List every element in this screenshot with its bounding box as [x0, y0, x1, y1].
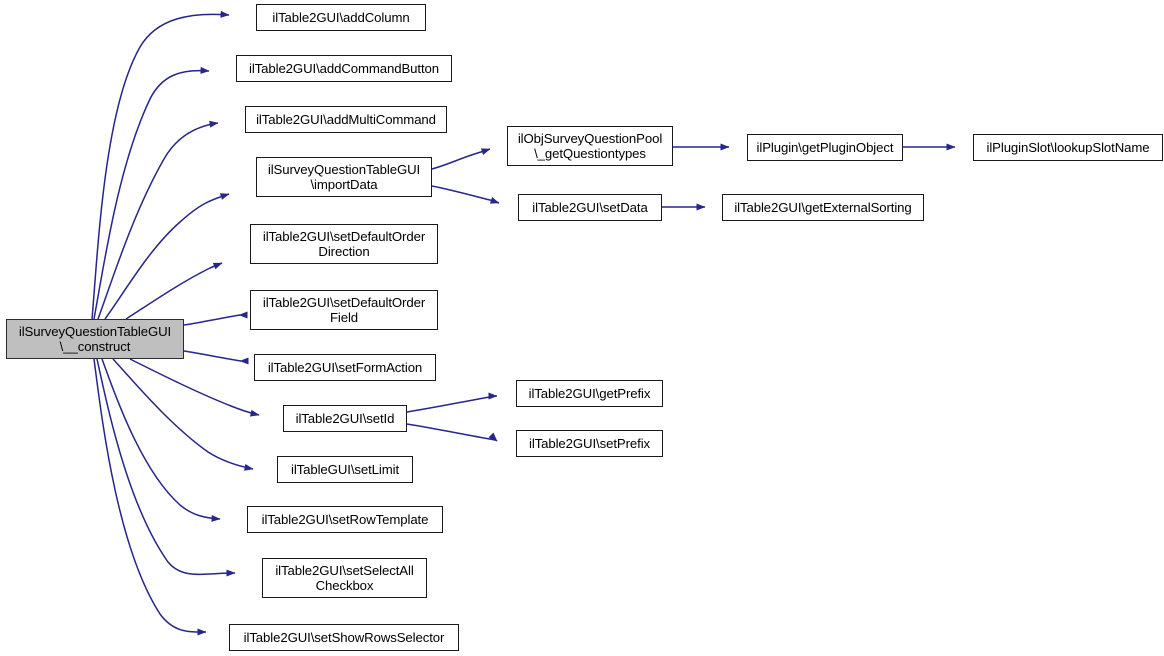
graph-node-setData[interactable]: ilTable2GUI\setData	[518, 194, 662, 221]
graph-node-label: ilTable2GUI\setSelectAll Checkbox	[275, 562, 414, 594]
graph-node-label: ilSurveyQuestionTableGUI \__construct	[18, 323, 172, 355]
graph-edge-root-to-addMultiCommand	[97, 120, 219, 320]
graph-node-setRowTemplate[interactable]: ilTable2GUI\setRowTemplate	[247, 506, 443, 533]
graph-node-addMultiCommand[interactable]: ilTable2GUI\addMultiCommand	[245, 106, 447, 133]
graph-node-importData[interactable]: ilSurveyQuestionTableGUI \importData	[256, 157, 432, 197]
graph-edge-setId-to-getPrefix	[406, 392, 498, 413]
graph-node-label: ilTable2GUI\setId	[295, 410, 395, 426]
graph-node-label: ilPlugin\getPluginObject	[756, 139, 894, 155]
graph-edge-root-to-setRowTemplate	[101, 358, 221, 522]
graph-edge-root-to-setLimit	[112, 358, 254, 471]
graph-edge-root-to-setFormAction	[183, 350, 249, 365]
graph-node-setFormAction[interactable]: ilTable2GUI\setFormAction	[254, 354, 436, 381]
graph-node-lookupSlotName[interactable]: ilPluginSlot\lookupSlotName	[973, 134, 1163, 161]
graph-node-label: ilTable2GUI\setShowRowsSelector	[243, 629, 445, 645]
graph-node-label: ilTable2GUI\addCommandButton	[249, 60, 439, 76]
graph-node-label: ilTable2GUI\setDefaultOrder Direction	[262, 228, 426, 260]
graph-node-setShowRowsSelector[interactable]: ilTable2GUI\setShowRowsSelector	[229, 624, 459, 651]
graph-node-setDefaultOrderDirection[interactable]: ilTable2GUI\setDefaultOrder Direction	[250, 224, 438, 264]
graph-node-label: ilTableGUI\setLimit	[290, 461, 400, 477]
graph-node-label: ilTable2GUI\setData	[532, 199, 648, 215]
graph-node-setId[interactable]: ilTable2GUI\setId	[283, 405, 407, 432]
graph-node-label: ilTable2GUI\getPrefix	[528, 385, 651, 401]
graph-node-getExternalSorting[interactable]: ilTable2GUI\getExternalSorting	[722, 194, 924, 221]
graph-node-label: ilTable2GUI\setPrefix	[528, 435, 651, 451]
graph-edge-root-to-addColumn	[91, 10, 230, 320]
graph-node-setSelectAllCheckbox[interactable]: ilTable2GUI\setSelectAll Checkbox	[262, 558, 427, 598]
graph-edge-root-to-setDefaultOrderDirection	[125, 262, 223, 320]
graph-node-getQuestiontypes[interactable]: ilObjSurveyQuestionPool \_getQuestiontyp…	[507, 126, 673, 166]
graph-node-label: ilObjSurveyQuestionPool \_getQuestiontyp…	[517, 130, 663, 162]
graph-node-label: ilTable2GUI\addColumn	[272, 9, 410, 25]
graph-edge-root-to-setId	[129, 358, 260, 417]
graph-node-root[interactable]: ilSurveyQuestionTableGUI \__construct	[6, 319, 184, 359]
graph-node-label: ilTable2GUI\setFormAction	[267, 359, 423, 375]
graph-node-addCommandButton[interactable]: ilTable2GUI\addCommandButton	[236, 55, 452, 82]
graph-node-label: ilTable2GUI\addMultiCommand	[256, 111, 436, 127]
graph-edge-root-to-setDefaultOrderField	[183, 311, 248, 326]
graph-node-label: ilTable2GUI\getExternalSorting	[734, 199, 912, 215]
graph-edge-root-to-importData	[104, 193, 230, 320]
graph-node-setPrefix[interactable]: ilTable2GUI\setPrefix	[516, 430, 663, 457]
graph-node-setLimit[interactable]: ilTableGUI\setLimit	[277, 456, 413, 483]
graph-node-label: ilPluginSlot\lookupSlotName	[986, 139, 1150, 155]
graph-edge-importData-to-setData	[431, 185, 500, 204]
graph-node-label: ilTable2GUI\setRowTemplate	[261, 511, 429, 527]
graph-edge-importData-to-getQuestiontypes	[431, 148, 491, 170]
graph-node-addColumn[interactable]: ilTable2GUI\addColumn	[256, 4, 426, 31]
graph-edge-root-to-addCommandButton	[93, 66, 210, 320]
graph-node-label: ilSurveyQuestionTableGUI \importData	[267, 161, 421, 193]
graph-edge-root-to-setShowRowsSelector	[93, 358, 207, 636]
graph-node-label: ilTable2GUI\setDefaultOrder Field	[262, 294, 426, 326]
graph-edge-root-to-setSelectAllCheckbox	[96, 358, 236, 577]
graph-node-setDefaultOrderField[interactable]: ilTable2GUI\setDefaultOrder Field	[250, 290, 438, 330]
graph-node-getPrefix[interactable]: ilTable2GUI\getPrefix	[516, 380, 663, 407]
graph-node-getPluginObject[interactable]: ilPlugin\getPluginObject	[747, 134, 903, 161]
graph-edge-setId-to-setPrefix	[406, 423, 498, 442]
